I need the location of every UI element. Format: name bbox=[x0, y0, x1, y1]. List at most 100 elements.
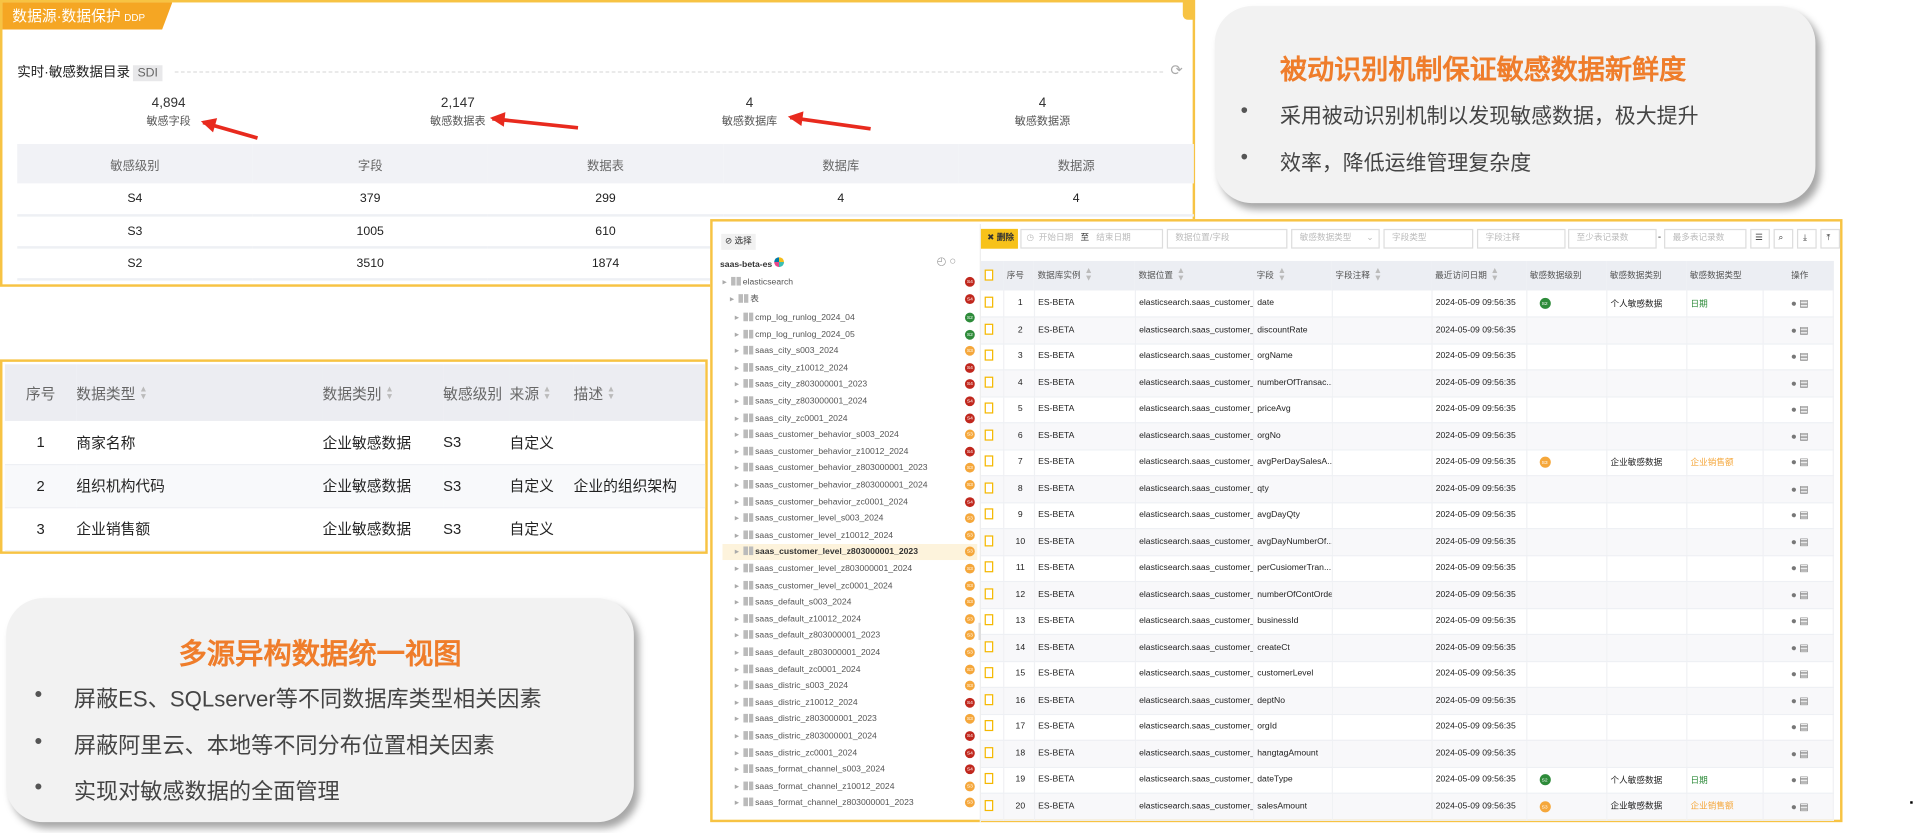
expand-arrow-icon[interactable]: ▸ bbox=[734, 531, 740, 541]
row-checkbox[interactable] bbox=[984, 508, 994, 520]
copy-icon[interactable]: ▤ bbox=[1799, 297, 1809, 309]
view-icon[interactable]: ● bbox=[1790, 483, 1797, 495]
copy-icon[interactable]: ▤ bbox=[1799, 509, 1809, 521]
expand-arrow-icon[interactable]: ▸ bbox=[734, 732, 740, 741]
expand-arrow-icon[interactable]: ▸ bbox=[722, 278, 727, 287]
copy-icon[interactable]: ▤ bbox=[1799, 562, 1809, 574]
row-checkbox[interactable] bbox=[984, 693, 994, 705]
copy-icon[interactable]: ▤ bbox=[1799, 456, 1809, 469]
row-checkbox[interactable] bbox=[984, 720, 994, 732]
min-records-input[interactable]: 至少表记录数 bbox=[1568, 228, 1657, 249]
expand-arrow-icon[interactable]: ▸ bbox=[734, 598, 740, 608]
view-icon[interactable]: ● bbox=[1790, 695, 1797, 707]
row-checkbox[interactable] bbox=[984, 429, 994, 441]
sort-icon[interactable]: ▲▼ bbox=[542, 385, 552, 402]
expand-arrow-icon[interactable]: ▸ bbox=[734, 581, 740, 591]
download-button[interactable]: ⤓ bbox=[1796, 228, 1817, 249]
view-icon[interactable]: ● bbox=[1790, 615, 1797, 627]
expand-arrow-icon[interactable]: ▸ bbox=[734, 749, 740, 758]
view-icon[interactable]: ● bbox=[1790, 351, 1797, 363]
view-icon[interactable]: ● bbox=[1790, 562, 1797, 574]
copy-icon[interactable]: ▤ bbox=[1799, 748, 1809, 760]
expand-arrow-icon[interactable]: ▸ bbox=[734, 397, 740, 407]
column-header[interactable]: 描述▲▼ bbox=[573, 364, 706, 421]
expand-icon[interactable] bbox=[1182, 0, 1196, 20]
copy-icon[interactable]: ▤ bbox=[1799, 668, 1809, 680]
expand-arrow-icon[interactable]: ▸ bbox=[734, 698, 740, 708]
expand-arrow-icon[interactable]: ▸ bbox=[734, 464, 740, 474]
expand-arrow-icon[interactable]: ▸ bbox=[734, 548, 740, 557]
view-icon[interactable]: ● bbox=[1790, 509, 1797, 521]
view-icon[interactable]: ● bbox=[1790, 800, 1797, 813]
expand-arrow-icon[interactable]: ▸ bbox=[734, 648, 740, 658]
location-field-input[interactable]: 数据位置/字段 bbox=[1166, 228, 1288, 249]
row-checkbox[interactable] bbox=[984, 561, 994, 573]
field-type-input[interactable]: 字段类型 bbox=[1383, 228, 1474, 249]
row-checkbox[interactable] bbox=[984, 588, 994, 600]
column-header[interactable]: 数据类型▲▼ bbox=[76, 364, 323, 421]
view-icon[interactable]: ● bbox=[1790, 324, 1797, 336]
copy-icon[interactable]: ▤ bbox=[1799, 377, 1809, 389]
row-checkbox[interactable] bbox=[984, 746, 994, 758]
expand-arrow-icon[interactable]: ▸ bbox=[734, 313, 740, 323]
row-checkbox[interactable] bbox=[984, 376, 994, 388]
view-icon[interactable]: ● bbox=[1790, 404, 1797, 416]
row-checkbox[interactable] bbox=[984, 296, 994, 308]
view-icon[interactable]: ● bbox=[1790, 297, 1797, 309]
row-checkbox[interactable] bbox=[984, 535, 994, 547]
expand-arrow-icon[interactable]: ▸ bbox=[734, 665, 740, 674]
expand-arrow-icon[interactable]: ▸ bbox=[734, 715, 740, 725]
row-checkbox[interactable] bbox=[984, 614, 994, 626]
expand-arrow-icon[interactable]: ▸ bbox=[734, 631, 740, 641]
expand-arrow-icon[interactable]: ▸ bbox=[734, 330, 740, 340]
view-icon[interactable]: ● bbox=[1790, 589, 1797, 601]
copy-icon[interactable]: ▤ bbox=[1799, 404, 1809, 416]
search-button[interactable]: ⌕ bbox=[1773, 228, 1794, 249]
view-icon[interactable]: ● bbox=[1790, 456, 1797, 469]
collapse-all-icon[interactable]: ◴ ○ bbox=[936, 254, 957, 268]
view-icon[interactable]: ● bbox=[1790, 377, 1797, 389]
expand-arrow-icon[interactable]: ▸ bbox=[729, 295, 735, 305]
column-header[interactable]: 最近访问日期▲▼ bbox=[1431, 260, 1527, 291]
expand-arrow-icon[interactable]: ▸ bbox=[734, 364, 740, 373]
view-icon[interactable]: ● bbox=[1790, 430, 1797, 442]
expand-arrow-icon[interactable]: ▸ bbox=[734, 765, 740, 775]
column-list-button[interactable]: ☰ bbox=[1750, 228, 1770, 249]
copy-icon[interactable]: ▤ bbox=[1799, 800, 1809, 813]
column-header[interactable]: 数据位置▲▼ bbox=[1134, 260, 1253, 291]
expand-arrow-icon[interactable]: ▸ bbox=[734, 347, 740, 356]
row-checkbox[interactable] bbox=[984, 667, 994, 679]
expand-arrow-icon[interactable]: ▸ bbox=[734, 682, 740, 691]
expand-arrow-icon[interactable]: ▸ bbox=[734, 514, 740, 524]
